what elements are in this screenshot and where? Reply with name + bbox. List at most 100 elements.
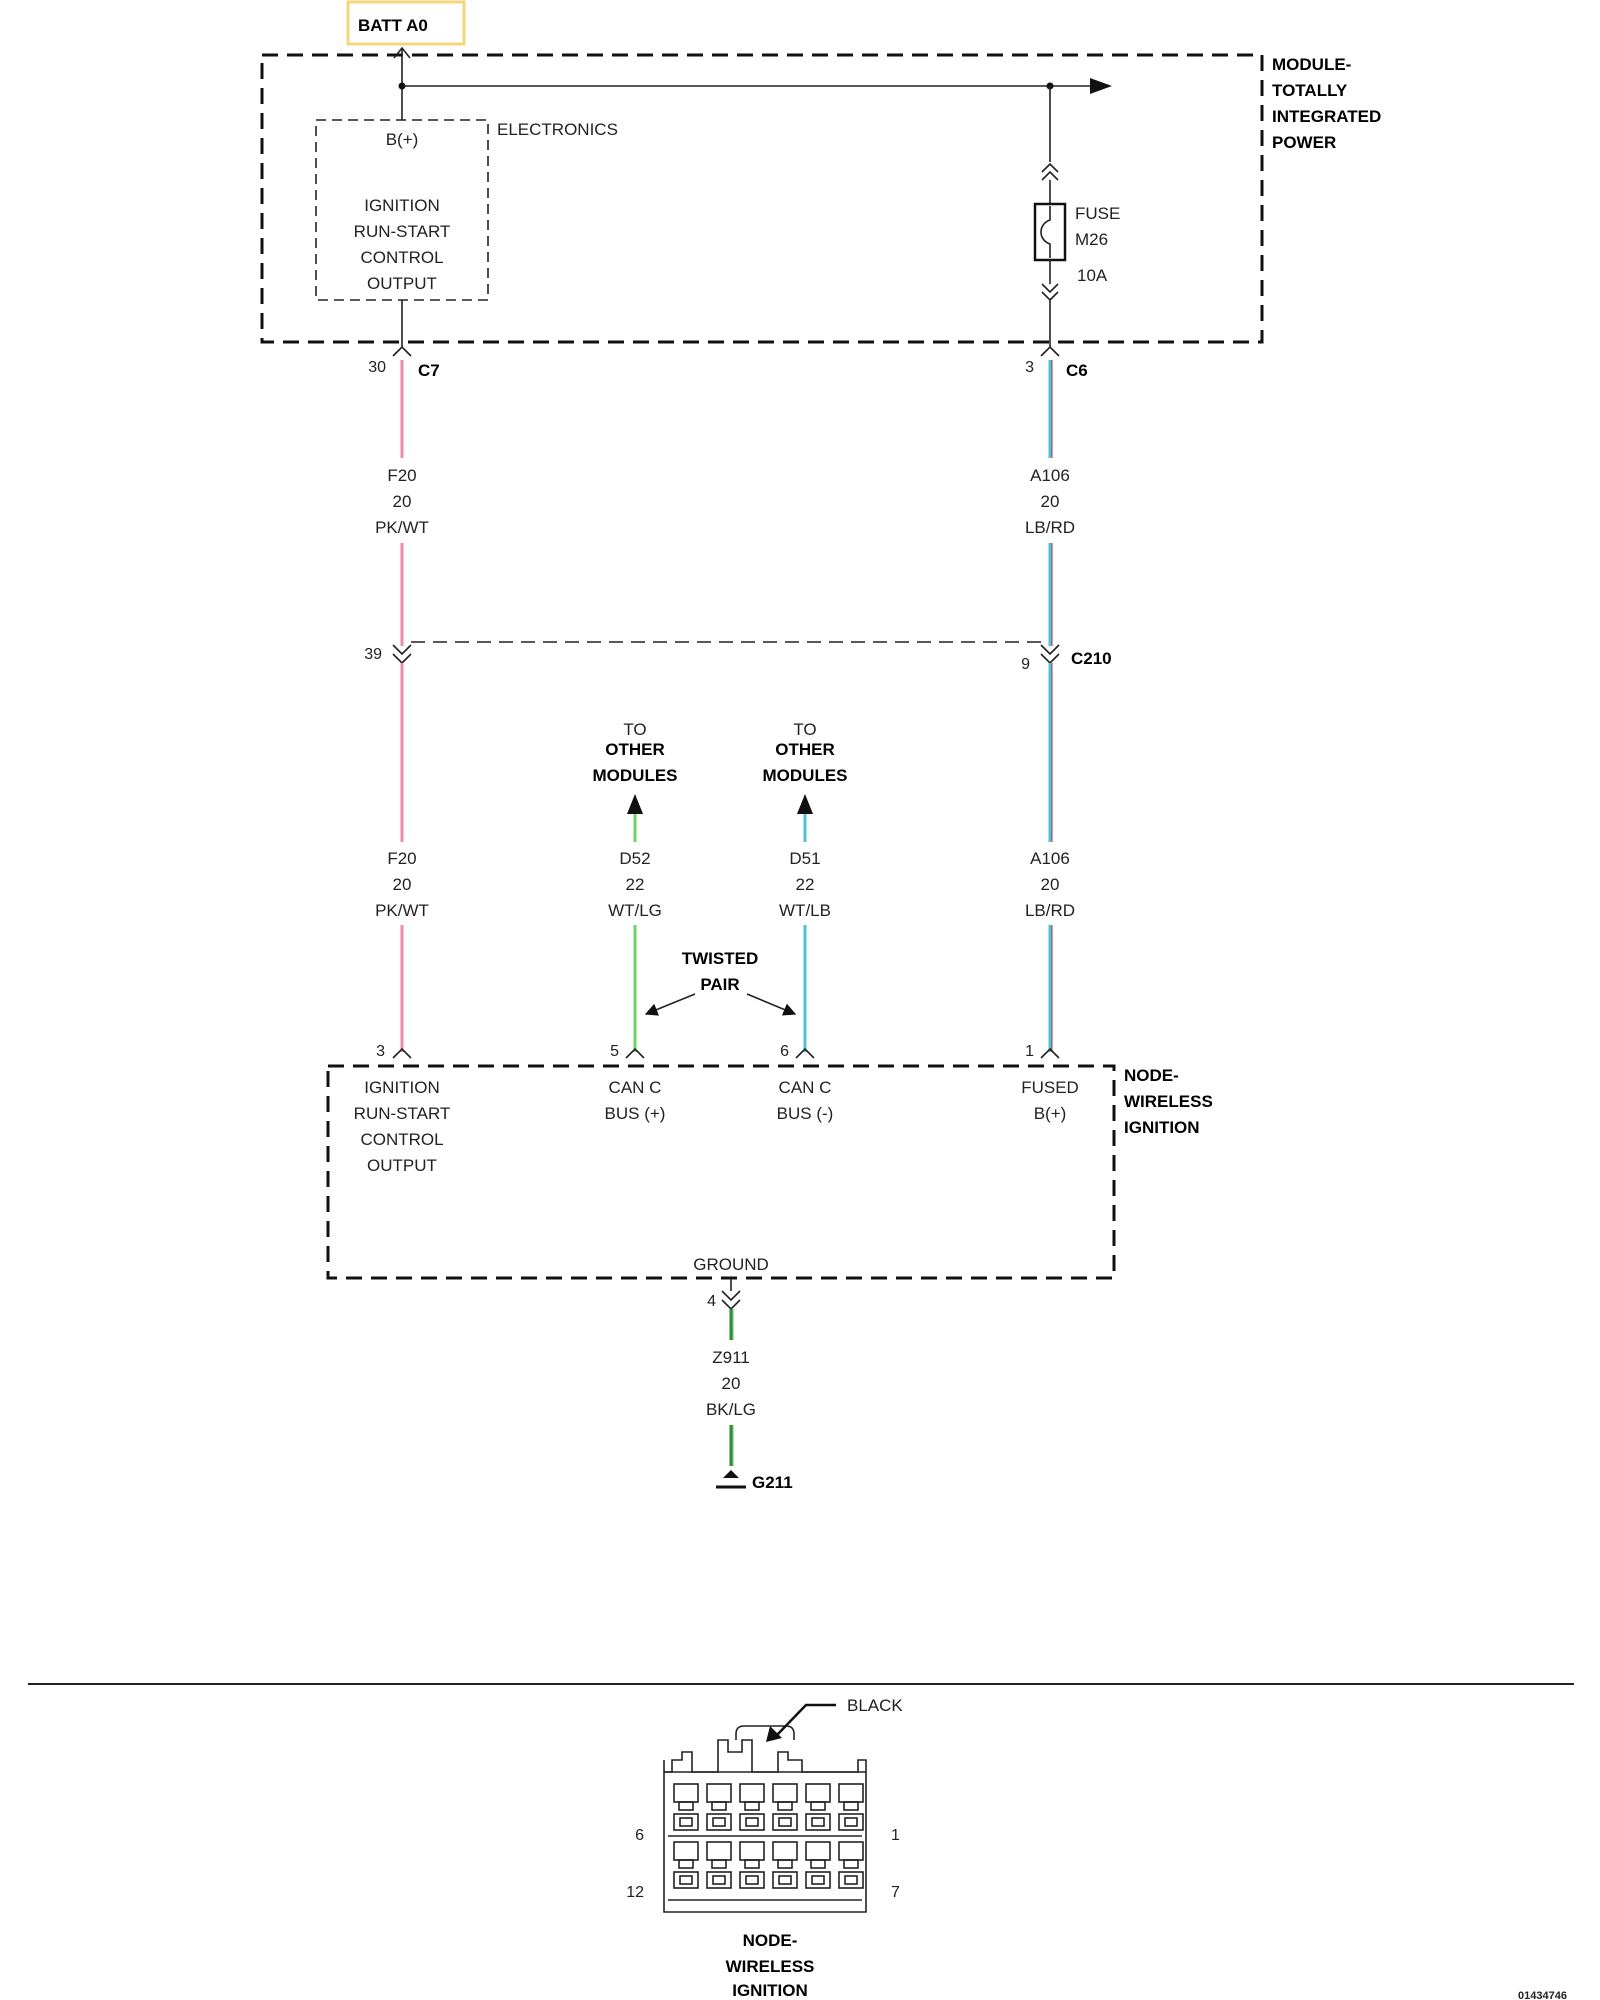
twisted-pair-arrow-right-icon [746,993,797,1016]
svg-text:NODE-: NODE- [743,1931,798,1950]
svg-text:PK/WT: PK/WT [375,901,429,920]
svg-text:M26: M26 [1075,230,1108,249]
arrow-up-icon [627,794,643,814]
svg-text:CONTROL: CONTROL [360,248,443,267]
svg-text:20: 20 [393,875,412,894]
cavity-label-1: 1 [891,1827,900,1844]
svg-text:FUSED: FUSED [1021,1078,1079,1097]
figure-id: 01434746 [1518,1990,1567,2000]
module-tip-name: MODULE- TOTALLY INTEGRATED POWER [1272,55,1381,152]
svg-text:Z911: Z911 [712,1348,750,1367]
svg-text:CONTROL: CONTROL [360,1130,443,1149]
connector-color-label: BLACK [847,1696,903,1715]
svg-text:OUTPUT: OUTPUT [367,1156,437,1175]
wire-d52-label: D52 22 WT/LG [608,849,662,920]
connector-top-row [673,1783,864,1831]
svg-text:20: 20 [1041,492,1060,511]
node-name: NODE- WIRELESS IGNITION [1124,1066,1213,1137]
wire-f20-lower-label: F20 20 PK/WT [375,849,429,920]
wire-a106-upper-label: A106 20 LB/RD [1025,466,1075,537]
svg-text:TO: TO [623,720,646,739]
svg-text:TO: TO [793,720,816,739]
svg-text:LB/RD: LB/RD [1025,518,1075,537]
node-pin-6: 6 [780,1043,789,1060]
svg-text:MODULE-: MODULE- [1272,55,1351,74]
svg-text:A106: A106 [1030,466,1070,485]
svg-text:CAN C: CAN C [609,1078,662,1097]
svg-text:OTHER: OTHER [775,740,835,759]
svg-text:WT/LG: WT/LG [608,901,662,920]
svg-text:IGNITION: IGNITION [364,196,440,215]
fuse-bottom-connector-icon [1041,283,1059,302]
c210-pin-right: 9 [1021,656,1030,673]
module-tip-box [260,53,1264,344]
svg-text:A106: A106 [1030,849,1070,868]
node-pin5-connector-icon [625,1047,645,1059]
c7-connector-label: C7 [418,361,440,380]
node-fused-bplus-label: FUSED B(+) [1021,1078,1079,1123]
svg-text:MODULES: MODULES [763,766,848,785]
ground-icon [716,1470,746,1489]
svg-text:WT/LB: WT/LB [779,901,831,920]
tip-ignition-output-label: IGNITION RUN-START CONTROL OUTPUT [354,196,451,293]
node-can-plus-label: CAN C BUS (+) [605,1078,666,1123]
c210-connector-label: C210 [1071,649,1112,668]
svg-text:PAIR: PAIR [700,975,739,994]
to-other-modules-left-label: TO OTHER MODULES [593,720,678,785]
connector-face-view [663,1725,867,1913]
c6-connector-icon [1040,345,1060,357]
cavity-label-6: 6 [635,1827,644,1844]
cavity-label-7: 7 [891,1884,900,1901]
c6-pin-number: 3 [1025,359,1034,376]
svg-text:10A: 10A [1077,266,1108,285]
svg-text:NODE-: NODE- [1124,1066,1179,1085]
svg-text:TWISTED: TWISTED [682,949,759,968]
bus-arrow-icon [1090,78,1112,94]
to-other-modules-right-label: TO OTHER MODULES [763,720,848,785]
twisted-pair-label: TWISTED PAIR [682,949,759,994]
node-pin1-connector-icon [1040,1047,1060,1059]
wire-f20-upper-label: F20 20 PK/WT [375,466,429,537]
svg-text:22: 22 [796,875,815,894]
node-wireless-ignition-box [326,1064,1116,1280]
node-ground-label: GROUND [693,1255,769,1274]
electronics-label: ELECTRONICS [497,120,618,139]
twisted-pair-arrow-left-icon [644,993,696,1016]
c210-left-connector-icon [392,644,412,665]
c7-connector-icon [392,345,412,357]
c7-pin-number: 30 [368,359,386,376]
svg-text:IGNITION: IGNITION [1124,1118,1200,1137]
connector-view-name: NODE- WIRELESS IGNITION [726,1931,815,2000]
svg-text:LB/RD: LB/RD [1025,901,1075,920]
svg-text:22: 22 [626,875,645,894]
c210-right-connector-icon [1040,644,1060,665]
svg-text:OUTPUT: OUTPUT [367,274,437,293]
svg-text:BUS (+): BUS (+) [605,1104,666,1123]
svg-text:RUN-START: RUN-START [354,1104,451,1123]
svg-text:B(+): B(+) [1034,1104,1067,1123]
connector-bottom-row [673,1841,864,1889]
svg-text:WIRELESS: WIRELESS [1124,1092,1213,1111]
svg-text:20: 20 [393,492,412,511]
svg-text:WIRELESS: WIRELESS [726,1957,815,1976]
svg-text:20: 20 [1041,875,1060,894]
svg-text:OTHER: OTHER [605,740,665,759]
svg-text:IGNITION: IGNITION [732,1981,808,2000]
wire-z911-label: Z911 20 BK/LG [706,1348,756,1419]
svg-text:BK/LG: BK/LG [706,1400,756,1419]
wire-d51-label: D51 22 WT/LB [779,849,831,920]
c210-pin-left: 39 [364,646,382,663]
ground-label: G211 [752,1473,793,1492]
cavity-label-12: 12 [626,1884,644,1901]
node-pin-3: 3 [376,1043,385,1060]
svg-text:D51: D51 [789,849,820,868]
batt-label: BATT A0 [358,16,428,35]
node-pin-4: 4 [707,1293,716,1310]
svg-text:FUSE: FUSE [1075,204,1120,223]
svg-text:F20: F20 [387,849,416,868]
svg-text:IGNITION: IGNITION [364,1078,440,1097]
svg-text:INTEGRATED: INTEGRATED [1272,107,1381,126]
svg-text:MODULES: MODULES [593,766,678,785]
